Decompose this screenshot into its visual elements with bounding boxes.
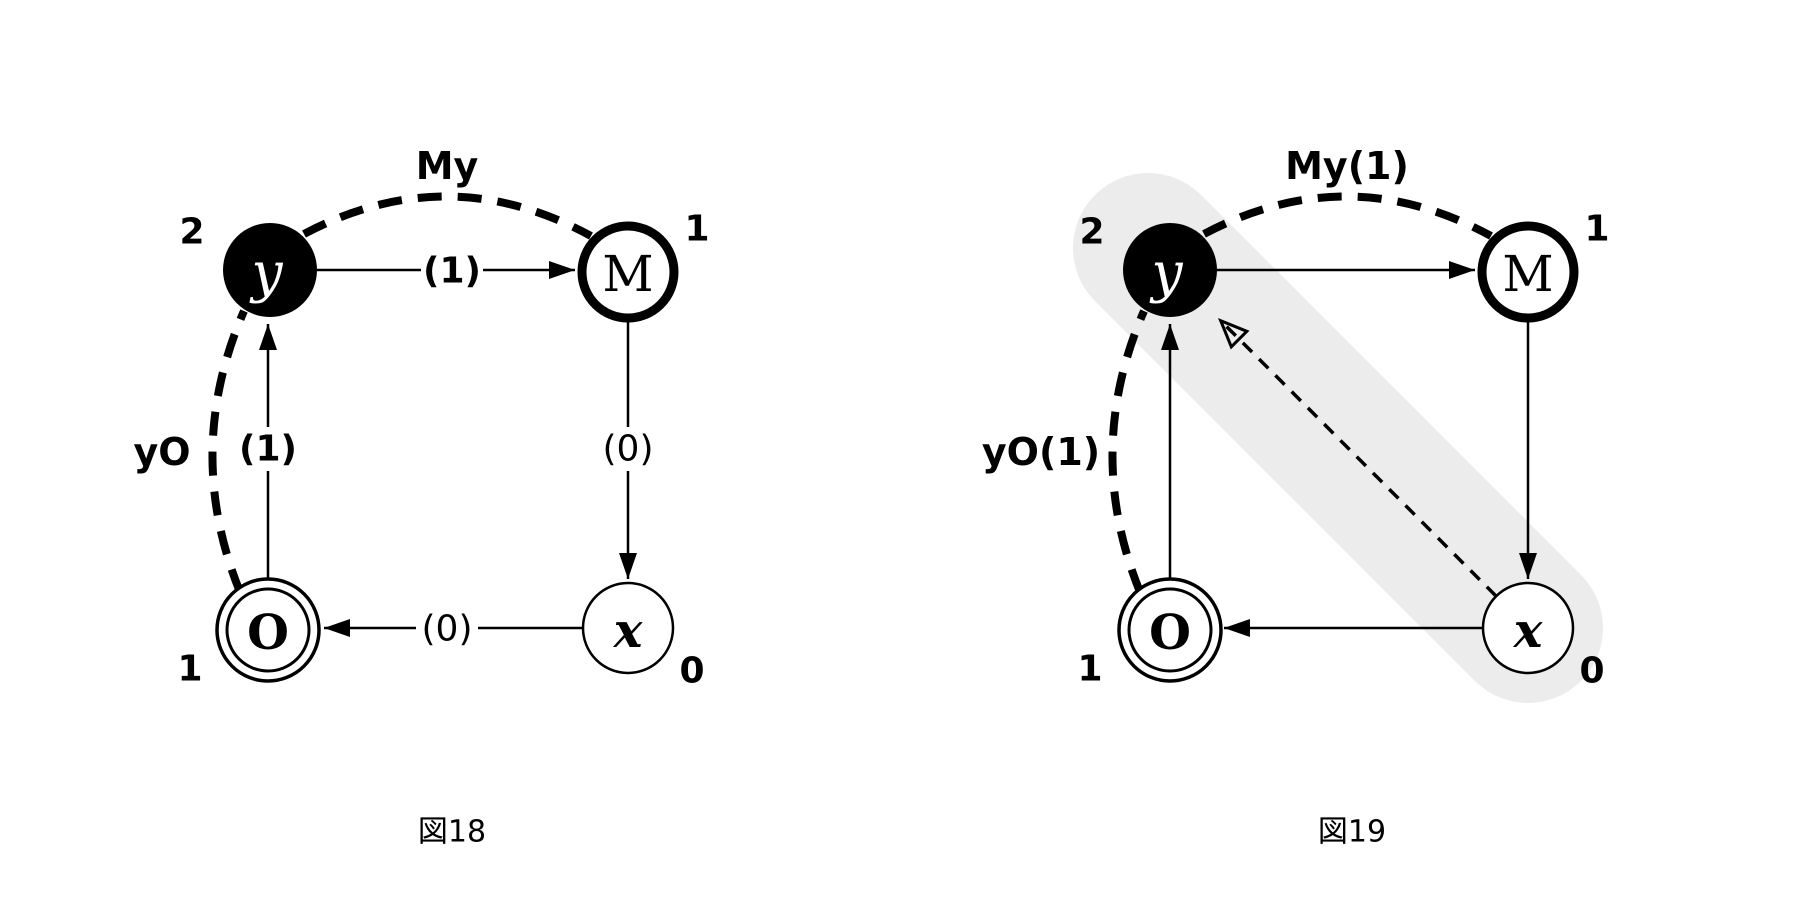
edge-label-O-to-y: (1) bbox=[239, 429, 297, 470]
node-O-circle-outer bbox=[215, 577, 321, 683]
figure-18: (1) (0) (0) (1) My yO y M O x 2 1 1 0 bbox=[133, 144, 709, 850]
edge-label-M-to-x: (0) bbox=[603, 429, 654, 470]
figure-caption: 図19 bbox=[1318, 815, 1386, 850]
node-x-label: x bbox=[1513, 603, 1544, 659]
count-label-M: 1 bbox=[1584, 209, 1609, 250]
node-O-label: O bbox=[1149, 605, 1191, 661]
figure-caption: 図18 bbox=[418, 815, 486, 850]
count-label-y: 2 bbox=[1079, 212, 1104, 253]
edge-label-bg bbox=[421, 248, 483, 292]
edge-label-y-to-M: (1) bbox=[423, 251, 481, 292]
node-O-circle-outer bbox=[1117, 577, 1223, 683]
highlight-band bbox=[1073, 173, 1603, 703]
node-O-circle-inner bbox=[1127, 587, 1213, 673]
node-M: M bbox=[577, 221, 679, 323]
edge-label-bg bbox=[237, 427, 299, 471]
edge-label-bg bbox=[597, 427, 659, 471]
count-label-M: 1 bbox=[684, 209, 709, 250]
node-O-circle-inner bbox=[225, 587, 311, 673]
arc-label-yO: yO(1) bbox=[982, 430, 1100, 474]
arc-edge-My bbox=[302, 192, 593, 240]
node-y: y bbox=[223, 223, 317, 317]
node-O: O bbox=[215, 577, 321, 683]
node-M-label: M bbox=[1502, 245, 1553, 303]
node-M-circle bbox=[1477, 221, 1579, 323]
arc-label-yO: yO bbox=[133, 430, 190, 474]
node-x: x bbox=[581, 581, 675, 675]
arc-label-My: My bbox=[416, 144, 479, 188]
node-y-label: y bbox=[248, 240, 283, 304]
node-x-label: x bbox=[613, 603, 644, 659]
count-label-O: 1 bbox=[1077, 649, 1102, 690]
arc-edge-yO bbox=[1108, 309, 1148, 594]
count-label-x: 0 bbox=[679, 651, 704, 692]
node-y-circle bbox=[223, 223, 317, 317]
figure-19: My(1) yO(1) y M O x 2 1 1 0 図19 bbox=[982, 144, 1610, 850]
edge-x-to-y-dashed bbox=[1217, 317, 1498, 598]
edge-label-x-to-O: (0) bbox=[422, 609, 473, 650]
node-M-circle bbox=[577, 221, 679, 323]
node-M-label: M bbox=[602, 245, 653, 303]
arc-label-My: My(1) bbox=[1285, 144, 1409, 188]
node-y-label: y bbox=[1148, 240, 1183, 304]
count-label-y: 2 bbox=[179, 212, 204, 253]
count-label-x: 0 bbox=[1579, 651, 1604, 692]
edge-label-bg bbox=[416, 607, 478, 651]
node-x: x bbox=[1481, 581, 1575, 675]
node-M: M bbox=[1477, 221, 1579, 323]
node-y: y bbox=[1123, 223, 1217, 317]
node-y-circle bbox=[1123, 223, 1217, 317]
node-x-circle bbox=[1481, 581, 1575, 675]
node-O-label: O bbox=[247, 605, 289, 661]
arc-edge-yO bbox=[208, 309, 248, 594]
node-x-circle bbox=[581, 581, 675, 675]
arc-edge-My bbox=[1202, 192, 1493, 240]
count-label-O: 1 bbox=[177, 649, 202, 690]
node-O: O bbox=[1117, 577, 1223, 683]
